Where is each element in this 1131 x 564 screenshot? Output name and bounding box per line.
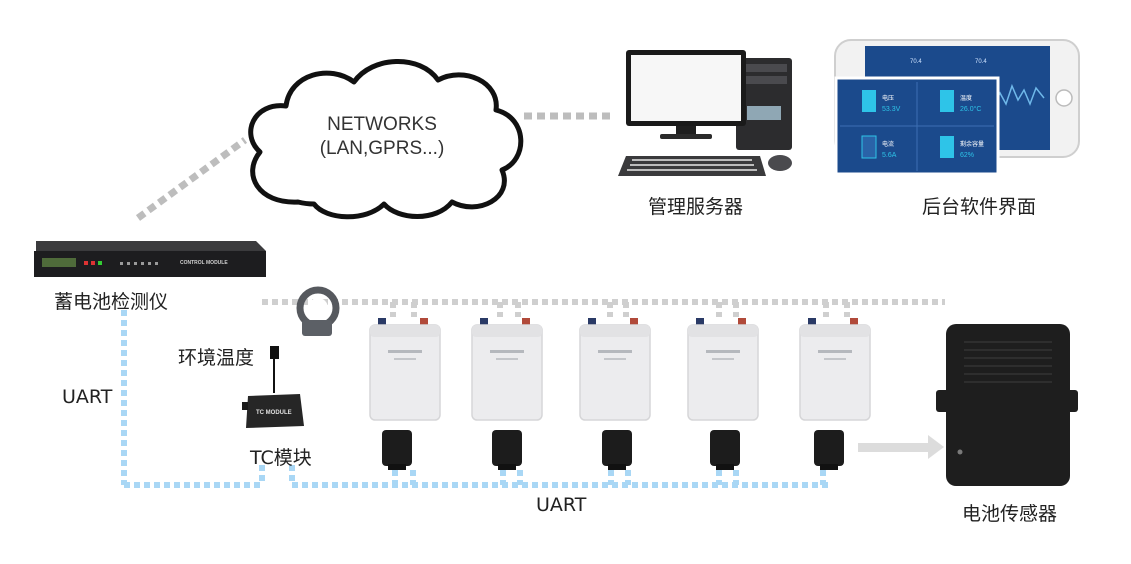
tc-module-device: TC MODULE [242, 394, 304, 428]
server-label: 管理服务器 [648, 196, 744, 218]
cell-sensor [602, 430, 632, 470]
network-cloud-icon [248, 59, 524, 220]
battery-cell [368, 318, 444, 426]
arrow-to-battery-sensor [928, 435, 944, 459]
tile-current-value: 5.6A [882, 152, 897, 159]
dashboard-readout-right: 70.4 [975, 59, 987, 65]
cell-sensor [710, 430, 740, 470]
battery-cell [686, 318, 762, 426]
cell-sensor [382, 430, 412, 470]
tile-voltage-label: 电压 [882, 94, 894, 102]
tile-current-label: 电流 [882, 140, 894, 148]
cell-sensor [492, 430, 522, 470]
tile-temp-value: 26.0°C [960, 105, 981, 113]
tile-capacity-label: 剩余容量 [960, 140, 984, 148]
software-dashboard-tablet: 70.4 70.4 电压 53.3V 温度 26.0°C 电流 5.6A 剩余容… [834, 39, 1080, 174]
tile-voltage-value: 53.3V [882, 106, 901, 113]
control-module-text: CONTROL MODULE [180, 260, 228, 266]
battery-sensor-label: 电池传感器 [962, 503, 1058, 525]
cloud-label-line2: (LAN,GPRS...) [319, 138, 445, 159]
cloud-label-line1: NETWORKS [327, 114, 437, 135]
dashboard-readout-left: 70.4 [910, 59, 922, 65]
ambient-temp-label: 环境温度 [178, 347, 255, 369]
tc-module-label: TC模块 [250, 447, 312, 469]
battery-cell [578, 318, 654, 426]
uart-label-bottom: UART [536, 494, 587, 516]
network-link-monitor-cloud [135, 137, 248, 221]
current-clamp-icon [296, 286, 340, 336]
monitor-label: 蓄电池检测仪 [54, 291, 169, 313]
temp-probe [270, 346, 279, 359]
battery-cell [470, 318, 546, 426]
battery-cell [798, 318, 874, 426]
server-computer-icon [618, 50, 792, 176]
uart-label-left: UART [62, 386, 113, 408]
cloud-label: NETWORKS (LAN,GPRS...) [282, 113, 482, 161]
cell-sensor [814, 430, 844, 470]
tile-temp-label: 温度 [960, 94, 972, 102]
battery-sensor-device [936, 324, 1078, 486]
tc-module-text: TC MODULE [256, 410, 292, 416]
battery-monitor-device: CONTROL MODULE [34, 241, 266, 277]
software-ui-label: 后台软件界面 [922, 196, 1037, 218]
tile-capacity-value: 62% [960, 152, 974, 159]
